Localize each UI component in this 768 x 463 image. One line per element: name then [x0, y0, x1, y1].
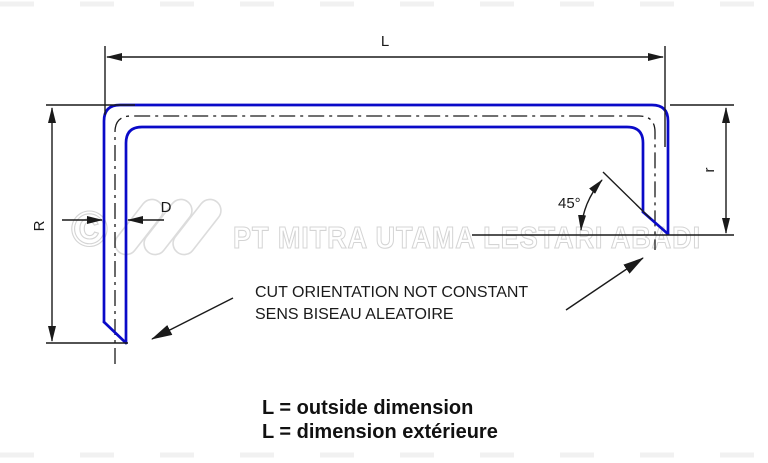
- tube-centerline: [114, 115, 656, 364]
- dimension-r: r: [472, 104, 734, 236]
- cut-note-line1: CUT ORIENTATION NOT CONSTANT: [255, 284, 528, 301]
- tube-left-bevel-cut: [102, 320, 128, 345]
- cut-angle-arc-lower: [578, 203, 588, 231]
- cut-note: CUT ORIENTATION NOT CONSTANT SENS BISEAU…: [255, 284, 528, 323]
- cut-note-arrow-right: [565, 257, 644, 311]
- legend-line2: L = dimension extérieure: [262, 421, 498, 443]
- dimension-L: L: [104, 33, 666, 147]
- watermark-company-text: PT MITRA UTAMA LESTARI ABADI: [233, 220, 701, 255]
- tube-inner-path: [124, 125, 645, 345]
- dim-r-label: r: [701, 168, 718, 173]
- cut-note-line2: SENS BISEAU ALEATOIRE: [255, 306, 454, 323]
- legend-line1: L = outside dimension: [262, 397, 473, 419]
- dimension-R: R: [31, 104, 135, 344]
- cut-angle-label: 45°: [558, 195, 581, 212]
- cut-note-arrow-left: [151, 297, 234, 340]
- dim-R-label: R: [31, 220, 48, 231]
- dim-D-label: D: [161, 199, 172, 216]
- cut-angle-reference-line: [602, 171, 652, 220]
- cut-angle-annotation: 45°: [558, 171, 652, 231]
- dim-L-label: L: [381, 33, 389, 50]
- watermark-copyright-icon: ©: [71, 201, 108, 257]
- dimension-D: D: [62, 199, 172, 224]
- cut-angle-arc-upper: [586, 179, 603, 205]
- legend: L = outside dimension L = dimension exté…: [262, 397, 498, 443]
